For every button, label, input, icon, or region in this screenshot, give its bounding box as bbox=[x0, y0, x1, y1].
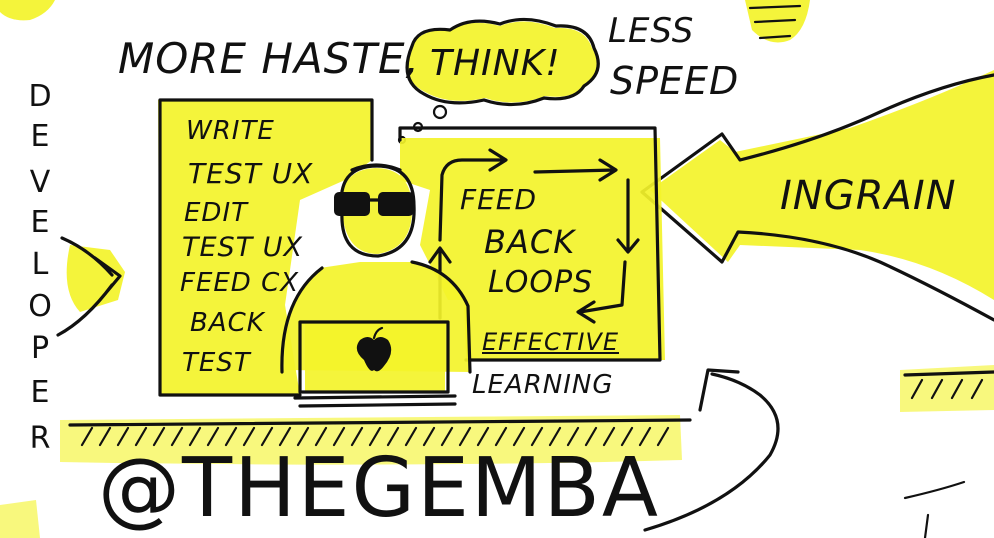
list-item: TEST UX bbox=[188, 157, 314, 190]
ingrain-label: INGRAIN bbox=[780, 173, 957, 219]
list-item: BACK bbox=[190, 308, 265, 338]
developer-letter: E bbox=[30, 119, 50, 154]
footer-handle: @THEGEMBA bbox=[98, 441, 661, 536]
developer-letter: D bbox=[28, 79, 52, 114]
developer-letter: E bbox=[30, 375, 50, 410]
list-box-highlight bbox=[158, 100, 372, 395]
developer-letter: V bbox=[29, 165, 51, 200]
bottom-curved-arrow bbox=[643, 368, 780, 532]
developer-letter: E bbox=[30, 205, 50, 240]
arrow-icon bbox=[56, 236, 122, 337]
right-ground-highlight bbox=[900, 365, 994, 412]
bottom-left-highlight bbox=[0, 500, 40, 538]
learning-label: LEARNING bbox=[472, 370, 614, 400]
list-item: TEST UX bbox=[182, 232, 304, 263]
hatching-icon bbox=[748, 4, 802, 40]
hatching-icon bbox=[910, 378, 984, 400]
loop-box-outline bbox=[398, 126, 662, 362]
right-ground-line bbox=[903, 370, 994, 377]
thought-bubble-1 bbox=[432, 104, 448, 120]
think-cloud-highlight bbox=[407, 21, 598, 103]
loop-text-loops: LOOPS bbox=[488, 265, 594, 300]
glasses-icon bbox=[334, 163, 414, 216]
list-box-outline bbox=[158, 98, 374, 397]
developer-body-outline bbox=[280, 260, 472, 374]
list-item: FEED CX bbox=[180, 268, 300, 298]
developer-letter: O bbox=[28, 289, 52, 324]
hatching-icon bbox=[80, 426, 670, 447]
ingrain-arrow-outline bbox=[640, 73, 994, 322]
think-cloud-outline bbox=[405, 17, 600, 107]
headline-think: THINK! bbox=[430, 43, 561, 84]
ground-line bbox=[68, 418, 692, 427]
loop-text-feed: FEED bbox=[460, 183, 538, 216]
headline-more-haste: MORE HASTE, bbox=[118, 34, 420, 83]
developer-letter: R bbox=[29, 421, 51, 456]
developer-letter: P bbox=[30, 331, 50, 366]
apple-logo-icon bbox=[356, 326, 392, 372]
loop-text-back: BACK bbox=[484, 223, 576, 261]
headline-less: LESS bbox=[608, 11, 695, 51]
list-item: TEST bbox=[182, 348, 251, 378]
list-item: EDIT bbox=[184, 198, 248, 228]
ground-highlight bbox=[60, 415, 682, 465]
list-item: WRITE bbox=[186, 116, 275, 146]
headline-speed: SPEED bbox=[610, 59, 740, 103]
ingrain-arrow-highlight bbox=[650, 70, 994, 300]
developer-arrow-highlight bbox=[66, 245, 125, 312]
loop-text-effective: EFFECTIVE bbox=[482, 328, 620, 356]
developer-letter: L bbox=[31, 247, 49, 282]
bottom-right-stroke bbox=[903, 480, 966, 538]
top-left-highlight bbox=[0, 0, 55, 21]
developer-head-highlight bbox=[341, 168, 413, 254]
